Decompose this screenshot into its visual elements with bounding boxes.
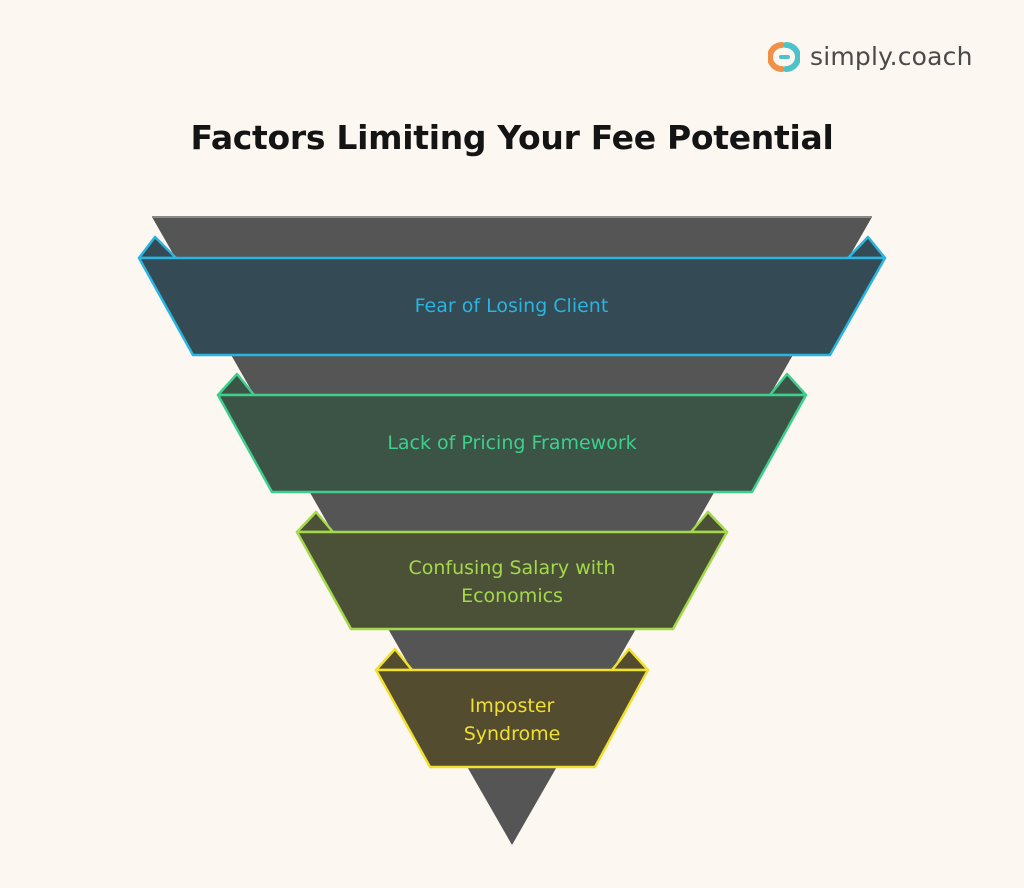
funnel-level-4 (374, 647, 650, 769)
brand: simply.coach (768, 40, 973, 74)
funnel-level-2 (216, 372, 808, 494)
funnel-level-1 (137, 235, 887, 357)
simply-coach-logo-icon (768, 42, 800, 72)
diagram-title: Factors Limiting Your Fee Potential (190, 118, 834, 157)
funnel-level-2-label: Lack of Pricing Framework (387, 432, 637, 454)
funnel-level-3-label: Confusing Salary with Economics (408, 557, 616, 607)
funnel-level-3 (295, 510, 729, 631)
funnel-level-1-label: Fear of Losing Client (414, 295, 609, 317)
brand-name: simply.coach (810, 42, 973, 71)
funnel-level-4-label: Imposter Syndrome (463, 695, 561, 745)
